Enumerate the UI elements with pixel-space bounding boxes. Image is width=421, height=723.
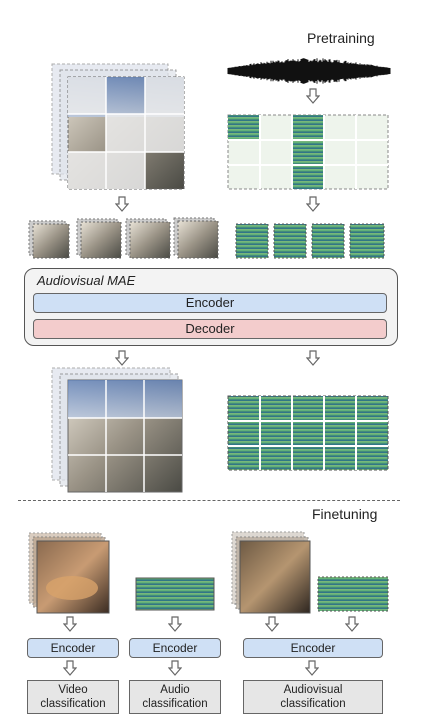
visible-audio-patches xyxy=(235,223,385,259)
video-classification: Video classification xyxy=(27,680,119,714)
down-arrow-icon xyxy=(345,616,359,632)
audio-classification: Audio classification xyxy=(129,680,221,714)
pretraining-title: Pretraining xyxy=(307,30,375,46)
section-divider xyxy=(18,500,400,501)
audiovisual-mae-box: Audiovisual MAE Encoder Decoder xyxy=(24,268,398,346)
audiovisual-encoder: Encoder xyxy=(243,638,383,658)
visible-video-patches xyxy=(28,217,219,259)
video-frames-stack xyxy=(51,63,185,190)
reconstructed-spectrogram xyxy=(227,395,389,471)
down-arrow-icon xyxy=(306,88,320,104)
video-encoder: Encoder xyxy=(27,638,119,658)
decoder-bar: Decoder xyxy=(33,319,387,339)
reconstructed-video-stack xyxy=(51,367,183,493)
spectrogram-masked-grid xyxy=(227,114,389,190)
down-arrow-icon xyxy=(306,196,320,212)
down-arrow-icon xyxy=(168,616,182,632)
finetuning-title: Finetuning xyxy=(312,506,378,522)
finetune-audiovisual-inputs xyxy=(231,531,389,614)
finetune-audio-spectrogram xyxy=(135,577,215,611)
down-arrow-icon xyxy=(63,616,77,632)
down-arrow-icon xyxy=(168,660,182,676)
down-arrow-icon xyxy=(305,660,319,676)
mae-title: Audiovisual MAE xyxy=(37,273,136,288)
down-arrow-icon xyxy=(63,660,77,676)
down-arrow-icon xyxy=(115,350,129,366)
audio-waveform xyxy=(227,58,391,84)
audiovisual-classification: Audiovisual classification xyxy=(243,680,383,714)
down-arrow-icon xyxy=(306,350,320,366)
finetune-video-stack xyxy=(28,532,110,614)
down-arrow-icon xyxy=(115,196,129,212)
encoder-bar: Encoder xyxy=(33,293,387,313)
audio-encoder: Encoder xyxy=(129,638,221,658)
down-arrow-icon xyxy=(265,616,279,632)
